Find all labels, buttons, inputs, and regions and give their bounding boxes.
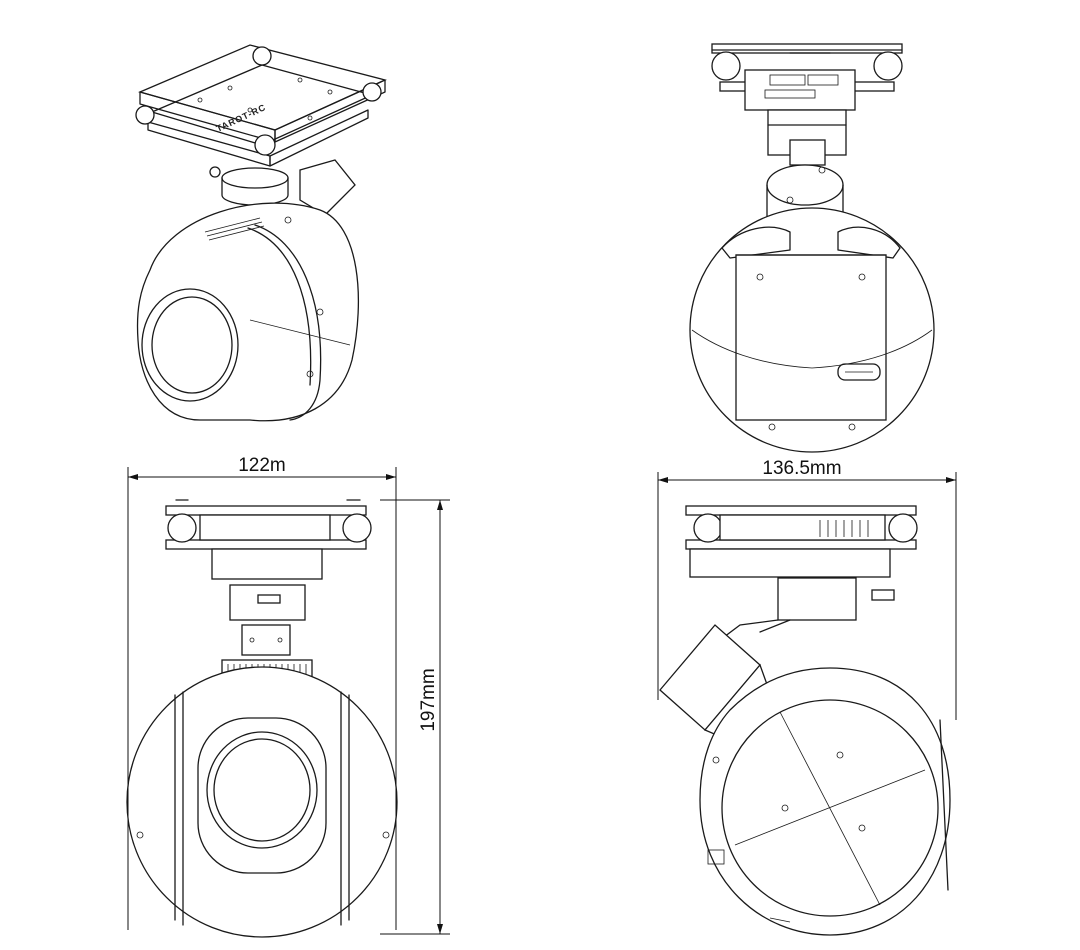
rear-view xyxy=(689,43,935,453)
dimension-front-width: 122m xyxy=(127,455,397,930)
isometric-view: TAROT-RC xyxy=(135,44,387,422)
dimension-side-width: 136.5mm xyxy=(657,458,957,720)
dimension-height: 197mm xyxy=(380,499,450,935)
front-width-label: 122m xyxy=(238,455,286,476)
side-view xyxy=(659,505,951,936)
side-width-label: 136.5mm xyxy=(762,458,841,479)
front-view xyxy=(126,499,398,938)
height-label: 197mm xyxy=(418,668,439,731)
